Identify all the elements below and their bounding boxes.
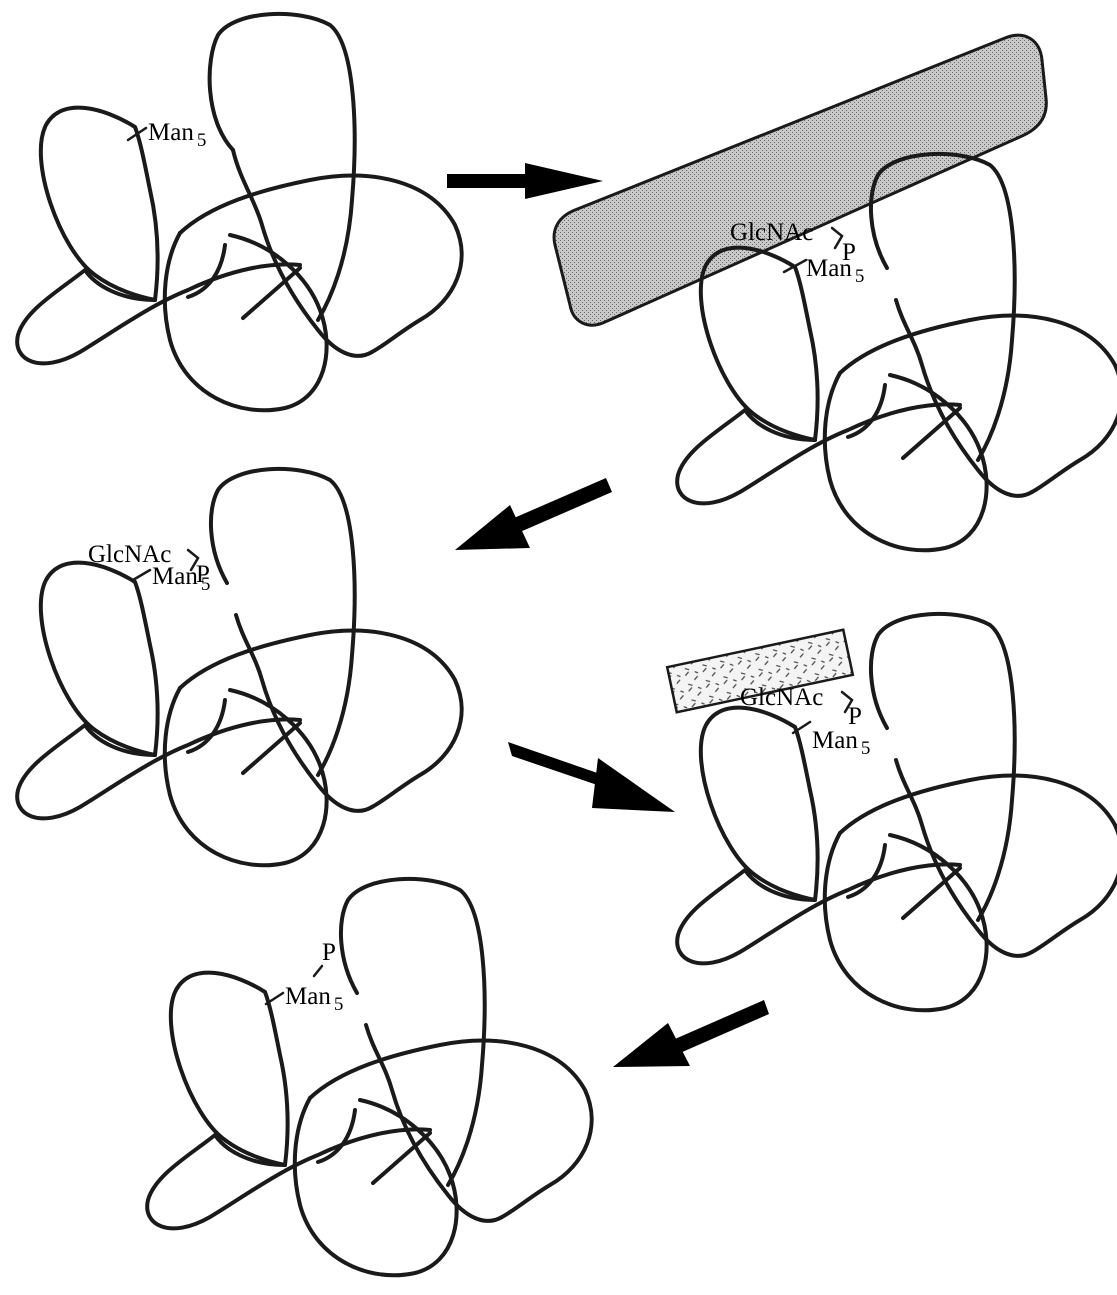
arrow-down-left-2 bbox=[613, 1000, 769, 1067]
protein-step-3 bbox=[15, 466, 464, 868]
phosphotransferase-enzyme bbox=[552, 33, 1048, 327]
glcnac-label: GlcNAc bbox=[740, 684, 823, 711]
arrow-down-right-1 bbox=[508, 742, 675, 812]
arrow-down-left-1 bbox=[455, 478, 612, 550]
phosphate-label: P bbox=[842, 239, 856, 266]
arrow-right-1 bbox=[447, 163, 603, 199]
uncovering-enzyme bbox=[665, 628, 855, 714]
phosphate-label: P bbox=[848, 703, 862, 730]
protein-step-5 bbox=[145, 876, 594, 1278]
glcnac-label: GlcNAc bbox=[730, 219, 813, 246]
glycan-link bbox=[126, 126, 148, 142]
phosphate-label: P bbox=[322, 939, 336, 966]
phosphate-label: P bbox=[196, 561, 210, 588]
glcnac-label: GlcNAc bbox=[88, 541, 171, 568]
